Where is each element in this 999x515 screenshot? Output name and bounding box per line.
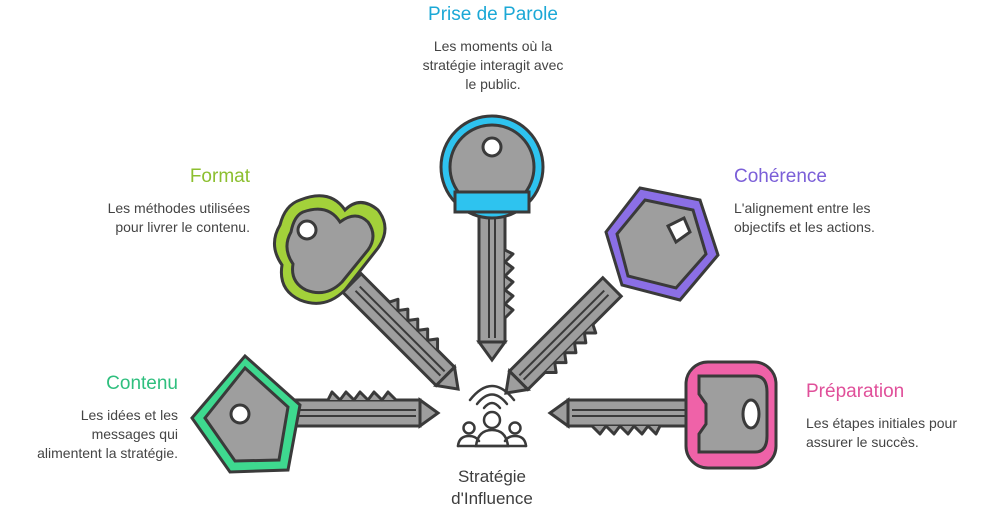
prise-title: Prise de Parole bbox=[428, 4, 558, 25]
preparation-desc-line: Les étapes initiales pour bbox=[806, 415, 957, 431]
preparation-key-icon bbox=[548, 360, 778, 470]
prise-description: Les moments où la stratégie interagit av… bbox=[380, 37, 606, 94]
contenu-desc-line: messages qui bbox=[91, 426, 178, 442]
format-key-icon bbox=[273, 194, 475, 400]
coherence-title: Cohérence bbox=[734, 166, 827, 187]
preparation-desc-line: assurer le succès. bbox=[806, 434, 919, 450]
contenu-desc-line: Les idées et les bbox=[80, 407, 178, 423]
prise-key-icon bbox=[439, 114, 545, 362]
prise-desc-line: le public. bbox=[465, 76, 521, 92]
audience-broadcast-icon bbox=[456, 384, 528, 448]
format-desc-line: Les méthodes utilisées bbox=[107, 200, 250, 216]
format-description: Les méthodes utilisées pour livrer le co… bbox=[40, 199, 250, 237]
contenu-description: Les idées et les messages qui alimentent… bbox=[10, 406, 178, 463]
preparation-title: Préparation bbox=[806, 381, 905, 402]
coherence-desc-line: L'alignement entre les bbox=[734, 200, 871, 216]
center-label-line: d'Influence bbox=[451, 489, 533, 508]
contenu-desc-line: alimentent la stratégie. bbox=[37, 445, 178, 461]
prise-desc-line: stratégie interagit avec bbox=[422, 57, 564, 73]
coherence-desc-line: objectifs et les actions. bbox=[734, 219, 875, 235]
prise-desc-line: Les moments où la bbox=[433, 38, 553, 54]
coherence-description: L'alignement entre les objectifs et les … bbox=[734, 199, 964, 237]
format-desc-line: pour livrer le contenu. bbox=[115, 219, 250, 235]
format-title: Format bbox=[189, 166, 250, 187]
coherence-key-icon bbox=[495, 186, 720, 410]
contenu-title: Contenu bbox=[106, 373, 178, 394]
center-label-line: Stratégie bbox=[457, 467, 527, 486]
preparation-description: Les étapes initiales pour assurer le suc… bbox=[806, 414, 996, 452]
contenu-key-icon bbox=[190, 353, 440, 474]
center-label: Stratégie d'Influence bbox=[420, 466, 564, 510]
